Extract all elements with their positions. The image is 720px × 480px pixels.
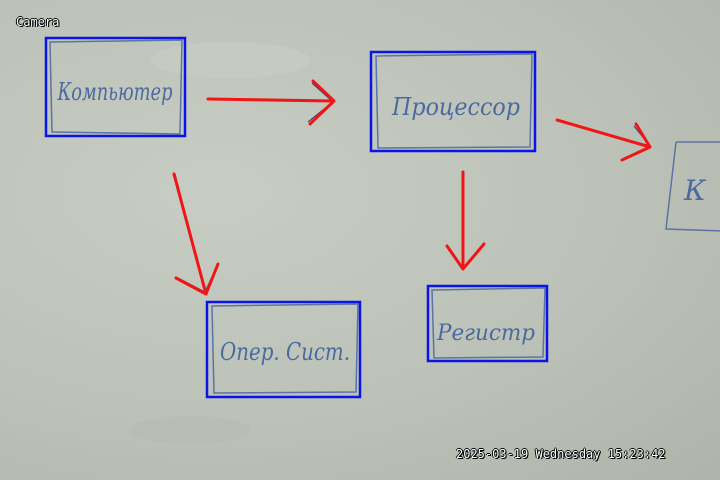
detection-box xyxy=(369,50,537,153)
board-smudge xyxy=(150,42,310,78)
hand-drawn-arrow xyxy=(207,82,335,123)
node-label: Компьютер xyxy=(57,78,173,106)
hand-drawn-box xyxy=(431,287,546,359)
node-register: Регистр xyxy=(426,284,549,363)
node-computer: Компьютер xyxy=(44,36,187,138)
camera-timestamp: 2025-03-19 Wednesday 15:23:42 xyxy=(456,447,666,461)
hand-drawn-box xyxy=(665,141,720,232)
edge-processor-register xyxy=(445,170,486,271)
hand-drawn-box xyxy=(211,303,359,394)
detected-arrow xyxy=(172,172,220,296)
detection-box xyxy=(426,284,549,363)
hand-drawn-box xyxy=(49,39,183,135)
node-label: К xyxy=(683,174,707,207)
detected-arrow xyxy=(445,170,486,271)
node-label: Регистр xyxy=(436,321,535,346)
edge-processor-partial xyxy=(555,118,652,162)
detection-box xyxy=(205,300,362,399)
camera-label: Camera xyxy=(16,15,60,29)
detected-arrow xyxy=(206,79,336,126)
node-os: Опер. Сист. xyxy=(205,300,362,399)
hand-drawn-box xyxy=(375,53,533,149)
edge-computer-os xyxy=(172,172,220,296)
node-label: Опер. Сист. xyxy=(220,338,350,366)
detected-arrow xyxy=(555,118,652,162)
node-partial: К xyxy=(665,141,720,232)
node-processor: Процессор xyxy=(369,50,537,153)
node-label: Процессор xyxy=(391,93,520,121)
detection-box xyxy=(44,36,187,138)
hand-drawn-arrow xyxy=(174,173,219,293)
edge-computer-processor xyxy=(206,79,336,126)
board-smudge xyxy=(130,416,250,444)
